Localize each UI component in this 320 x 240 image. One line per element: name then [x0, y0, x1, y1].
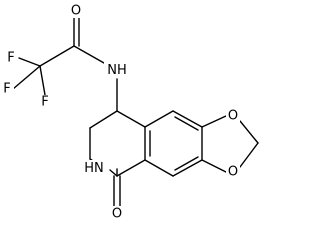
- atom-f2: F: [3, 82, 10, 97]
- atom-o-amide: O: [71, 4, 81, 19]
- atom-f1: F: [7, 51, 14, 66]
- atom-labels: F F F O NH O O HN O: [0, 4, 240, 222]
- bond-c8-c8a: [116, 110, 146, 128]
- bond-ar-o1: [201, 115, 227, 128]
- bond-f1-cf3: [18, 57, 41, 67]
- bond-ar2: [144, 110, 174, 128]
- bond-n-c1b: [109, 169, 118, 177]
- bond-ar5-inner: [174, 156, 199, 171]
- atom-f3: F: [41, 95, 48, 110]
- bond-ar5: [172, 159, 203, 177]
- bond-carbonyl-n: [73, 45, 105, 64]
- bond-f3-cf3: [39, 65, 46, 96]
- atom-n-lactam: HN: [84, 161, 104, 176]
- bond-o2-ch2: [239, 142, 259, 168]
- bonds: [12, 16, 259, 207]
- bond-f2-cf3: [12, 65, 41, 90]
- bond-ar3-inner: [174, 116, 199, 131]
- bond-ar3: [172, 110, 203, 128]
- bond-ar6: [144, 159, 174, 177]
- atom-o-lactam: O: [112, 207, 122, 222]
- atom-o-dioxole-2: O: [228, 165, 238, 180]
- bond-ar-o2: [201, 159, 227, 173]
- bond-c8-c7: [89, 110, 118, 129]
- bond-o1-ch2: [239, 120, 259, 144]
- bond-c1-c4a: [116, 159, 146, 177]
- atom-o-dioxole-1: O: [228, 109, 238, 124]
- bond-cf3-carbonyl: [39, 45, 75, 67]
- molecule-structure: F F F O NH O O HN O: [0, 3, 259, 222]
- atom-n-amide: NH: [107, 63, 127, 78]
